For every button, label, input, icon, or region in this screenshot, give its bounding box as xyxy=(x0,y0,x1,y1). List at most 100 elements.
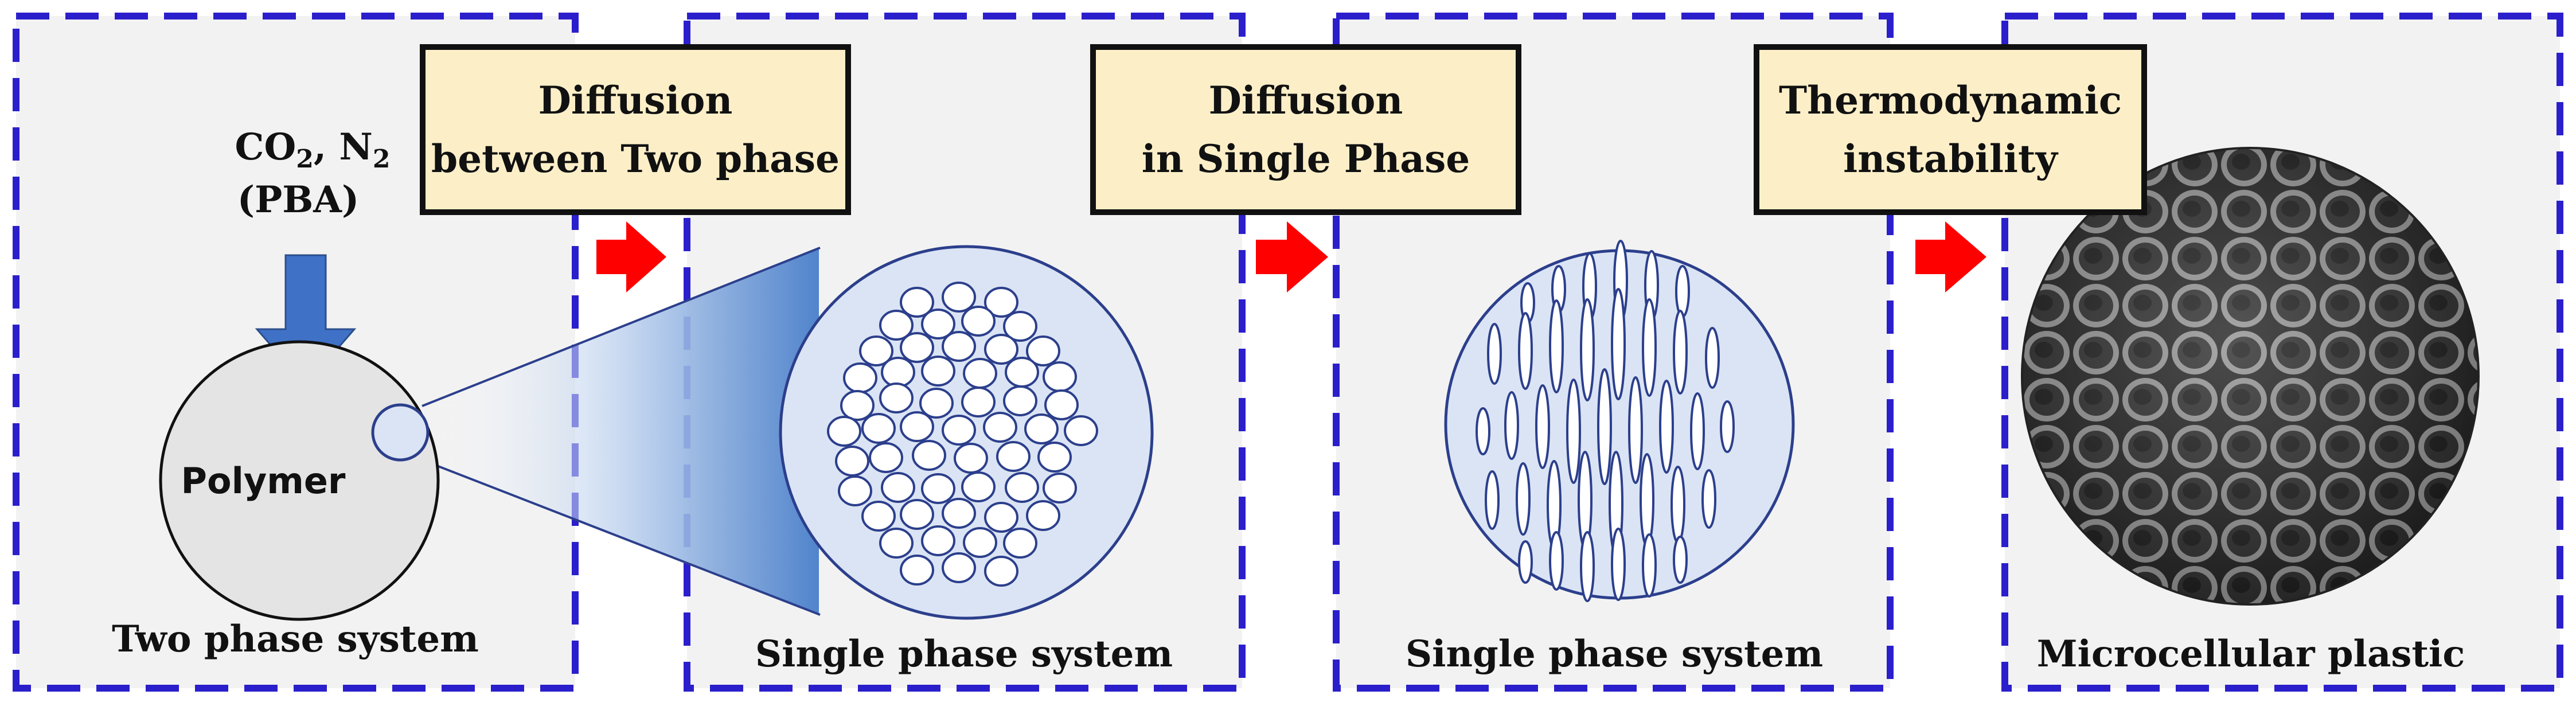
gas-bubble xyxy=(1064,415,1098,446)
gas-bubbles xyxy=(827,282,1098,587)
step-box-diffusion-two-phase: Diffusion between Two phase xyxy=(420,44,851,215)
gas-bubble xyxy=(843,362,877,393)
elongated-cell xyxy=(1518,540,1533,584)
gas-bubble xyxy=(1003,385,1037,416)
gas-bubble xyxy=(942,415,976,446)
elongated-cell xyxy=(1476,407,1490,455)
elongated-cell xyxy=(1720,400,1735,453)
elongated-cell xyxy=(1611,288,1626,400)
polymer-label: Polymer xyxy=(181,460,346,502)
step-arrow-icon-1 xyxy=(596,221,666,292)
gas-bubble xyxy=(963,358,997,389)
gas-bubble xyxy=(921,356,955,387)
cone-edge-bottom xyxy=(421,459,821,616)
gas-bubble xyxy=(879,310,914,341)
input-label: CO2, N2 (PBA) xyxy=(235,126,391,221)
step-arrow-icon-2 xyxy=(1256,221,1328,292)
elongated-cell xyxy=(1597,368,1612,485)
gas-bubble xyxy=(912,440,946,471)
gas-bubble xyxy=(900,332,934,363)
sem-image xyxy=(2021,147,2480,606)
cone-edge-top xyxy=(421,247,821,407)
gas-bubble xyxy=(840,390,875,421)
svg-text:between Two phase: between Two phase xyxy=(431,136,840,181)
gas-bubble xyxy=(961,471,996,502)
gas-bubble xyxy=(1003,311,1037,342)
gas-bubble xyxy=(861,413,896,444)
elongated-cell xyxy=(1705,327,1720,389)
additive-label: (PBA) xyxy=(237,178,359,221)
caption-single-phase-2: Single phase system xyxy=(1406,633,1823,676)
gas-bubble xyxy=(961,387,996,417)
elongated-cell xyxy=(1580,531,1595,602)
gas-bubble xyxy=(1005,357,1039,388)
elongated-cell xyxy=(1549,531,1564,591)
elongated-cell xyxy=(1642,298,1657,397)
elongated-cell xyxy=(1504,391,1519,460)
gas-bubble xyxy=(1044,389,1079,420)
elongated-cell xyxy=(1549,299,1564,393)
elongated-cell xyxy=(1628,376,1643,484)
svg-text:instability: instability xyxy=(1843,136,2058,181)
step-box-diffusion-single-phase: Diffusion in Single Phase xyxy=(1090,44,1521,215)
gas-bubble xyxy=(984,502,1018,533)
gas-bubble xyxy=(861,501,896,532)
elongated-cell xyxy=(1487,323,1502,385)
elongated-cell xyxy=(1671,466,1685,544)
gas-bubble xyxy=(1005,472,1039,503)
elongated-cell xyxy=(1640,453,1654,547)
gas-bubble xyxy=(1043,361,1077,392)
gas-bubble xyxy=(1024,413,1059,444)
gas-bubble xyxy=(963,527,997,558)
elongated-cell xyxy=(1580,298,1595,401)
gas-bubble xyxy=(869,442,903,473)
gas-bubble xyxy=(984,334,1018,365)
gas-bubble xyxy=(983,412,1017,443)
gas-bubble xyxy=(921,473,955,504)
gas-bubble xyxy=(961,306,996,337)
elongated-cells xyxy=(1476,240,1735,602)
gas-bubble xyxy=(835,446,869,477)
gas-bubble xyxy=(881,472,915,503)
step-box-thermodynamic: Thermodynamic instability xyxy=(1754,44,2147,215)
step-arrow-icon-3 xyxy=(1915,221,1986,292)
gas-bubble xyxy=(879,383,914,413)
elongated-cell xyxy=(1642,533,1657,598)
gas-bubble xyxy=(919,388,954,419)
gas-bubble xyxy=(984,287,1018,318)
elongated-cell xyxy=(1518,312,1533,390)
elongated-cell xyxy=(1535,384,1550,469)
svg-text:Diffusion: Diffusion xyxy=(538,78,733,123)
gas-bubble xyxy=(1003,528,1037,559)
gas-bubble xyxy=(859,335,893,366)
gas-bubble xyxy=(879,528,914,559)
gas-bubble xyxy=(838,475,872,506)
elongated-cell xyxy=(1566,378,1581,484)
gas-bubble xyxy=(942,331,976,362)
svg-text:CO2, N2: CO2, N2 xyxy=(235,126,391,174)
elongated-cell xyxy=(1690,392,1705,470)
gas-bubble xyxy=(984,556,1018,587)
polymer-circle xyxy=(159,340,440,621)
caption-two-phase: Two phase system xyxy=(112,618,479,661)
gas-bubble xyxy=(921,309,955,340)
gas-bubble xyxy=(942,498,976,529)
gas-bubble xyxy=(900,555,934,586)
caption-single-phase-1: Single phase system xyxy=(755,633,1173,676)
gas-bubble xyxy=(921,525,955,556)
svg-text:in Single Phase: in Single Phase xyxy=(1142,136,1470,181)
gas-bubble xyxy=(900,287,934,318)
gas-bubble xyxy=(900,499,934,530)
gas-bubble xyxy=(1037,442,1072,473)
elongated-cell xyxy=(1516,462,1531,536)
elongated-cell xyxy=(1485,470,1500,530)
elongated-cell xyxy=(1673,536,1688,584)
gas-bubble xyxy=(900,411,934,442)
elongated-cell xyxy=(1659,380,1674,474)
svg-text:Thermodynamic: Thermodynamic xyxy=(1779,78,2122,123)
gas-bubble xyxy=(942,282,976,313)
caption-microcellular: Microcellular plastic xyxy=(2037,633,2465,676)
svg-text:Diffusion: Diffusion xyxy=(1209,78,1403,123)
gas-bubble xyxy=(881,357,915,388)
